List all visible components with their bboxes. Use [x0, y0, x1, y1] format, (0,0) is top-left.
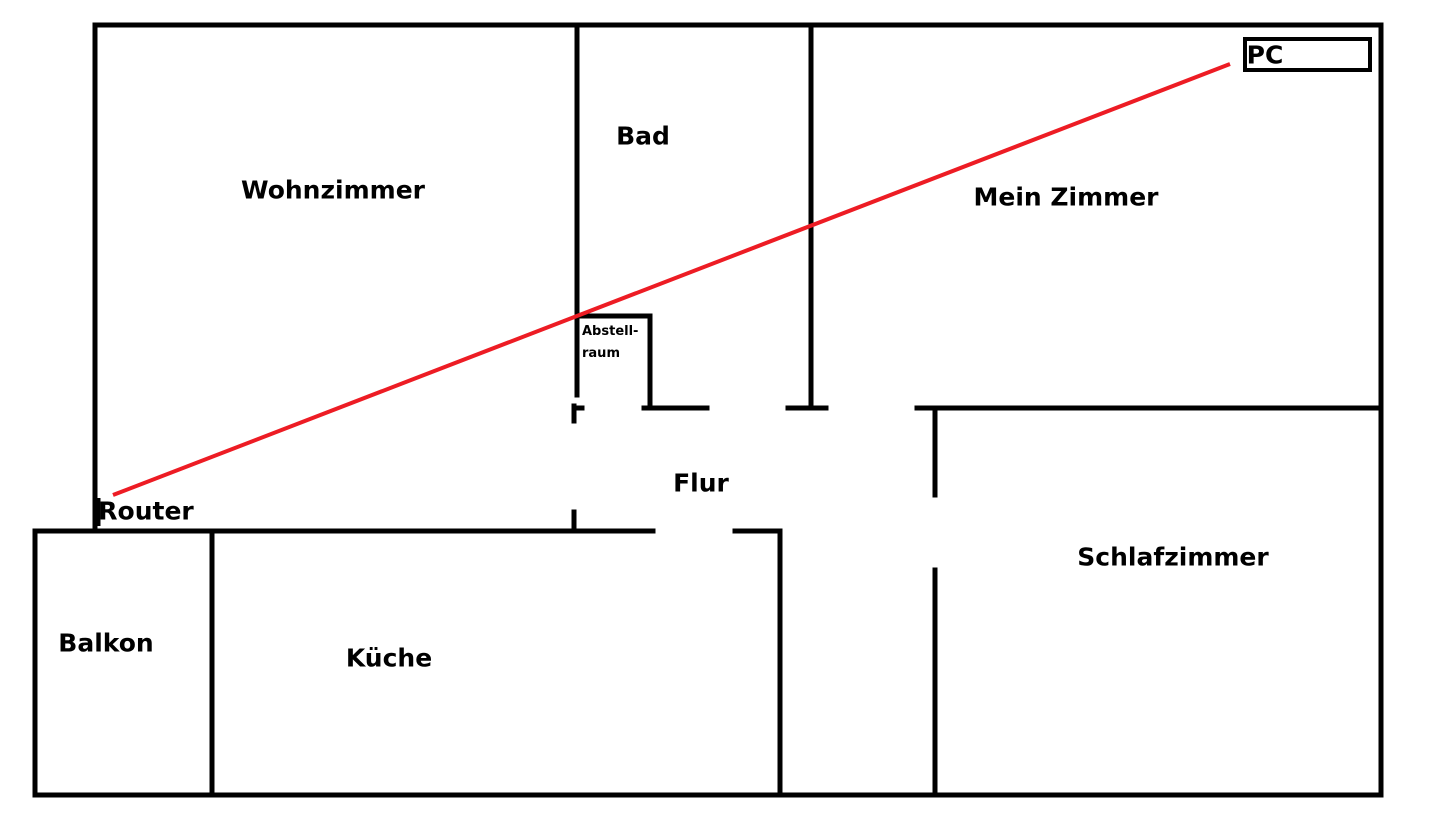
walls	[32, 22, 1384, 798]
label-bad: Bad	[616, 121, 670, 151]
label-mein-zimmer: Mein Zimmer	[973, 182, 1159, 212]
label-router: Router	[98, 496, 194, 526]
label-balkon: Balkon	[58, 628, 154, 658]
abstellraum-walls	[574, 313, 653, 411]
label-abstellraum: Abstell- raum	[582, 321, 638, 365]
label-wohnzimmer: Wohnzimmer	[241, 175, 425, 205]
label-flur: Flur	[673, 468, 729, 498]
cable-line	[112, 62, 1231, 497]
label-schlafzimmer: Schlafzimmer	[1077, 542, 1269, 572]
label-kueche: Küche	[345, 643, 433, 673]
label-abstellraum-line1: Abstell-	[582, 324, 639, 339]
label-abstellraum-line2: raum	[582, 346, 620, 361]
pc-box	[1243, 37, 1372, 72]
label-pc: PC	[1246, 40, 1284, 70]
